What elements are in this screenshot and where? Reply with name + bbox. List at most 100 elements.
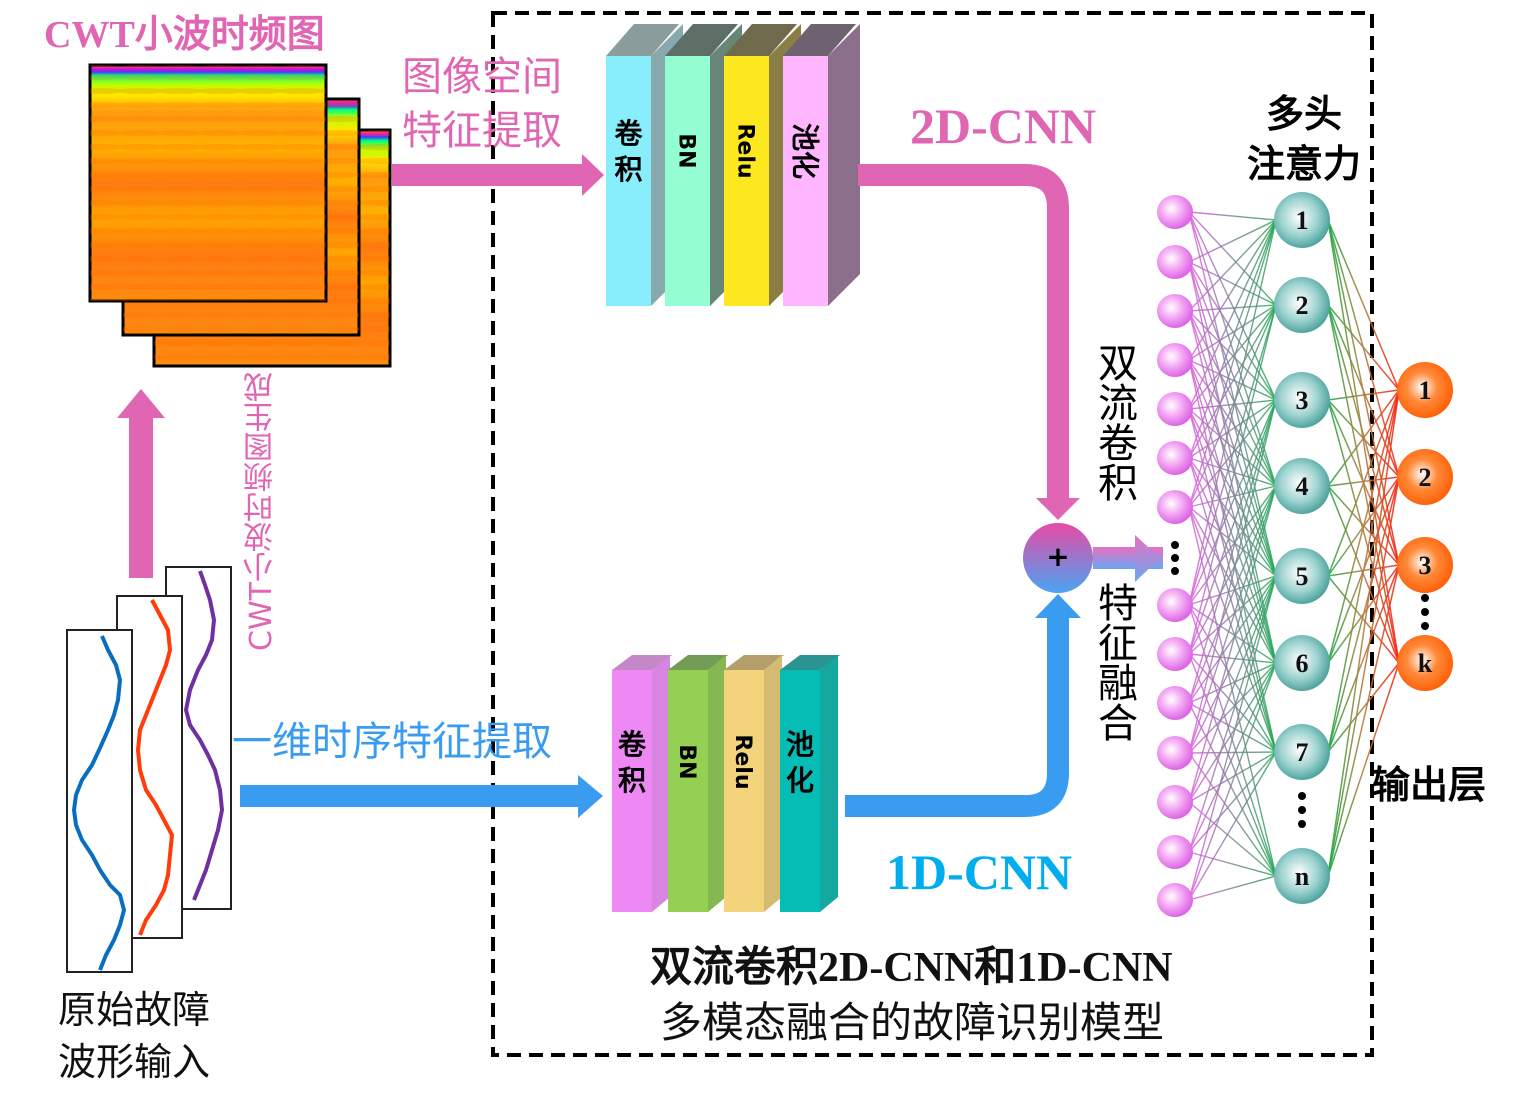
output-node-label: k: [1418, 649, 1433, 678]
input-attention-edge: [1188, 211, 1277, 401]
input-node: [1157, 195, 1193, 229]
cnn1d-block-front: [612, 670, 652, 912]
input-node: [1157, 637, 1193, 671]
raw-input-label-line1: 原始故障: [58, 988, 211, 1032]
cnn1d-block-label: 池化: [786, 728, 814, 797]
input-attention-edge: [1188, 575, 1277, 901]
caption-line1-text: 双流卷积2D-CNN和1D-CNN: [650, 945, 1173, 991]
input-attention-edge: [1188, 359, 1277, 487]
attention-output-edge: [1327, 476, 1400, 753]
cwt-spectrogram-stack: [88, 63, 392, 368]
input-attention-edge: [1188, 211, 1277, 306]
cwt-generation-label: CWT小波时频图生成: [244, 372, 279, 651]
input-node: [1157, 441, 1193, 475]
input-attention-edge: [1188, 604, 1277, 664]
raw-waveform-stack: [66, 566, 232, 973]
cnn1d-block-label: Relu: [730, 734, 755, 789]
input-attention-edge: [1188, 485, 1277, 754]
output-node: [1397, 449, 1453, 505]
input-attention-edge: [1188, 653, 1277, 877]
input-attention-edge: [1188, 304, 1277, 410]
input-attention-edge: [1188, 575, 1277, 803]
input-attention-edge: [1188, 304, 1277, 459]
attention-output-edge: [1327, 564, 1400, 877]
cnn2d-block-top: [665, 24, 738, 56]
cnn2d-block-label: BN: [674, 133, 699, 168]
input-attention-edge: [1188, 485, 1277, 704]
input-attention-edge: [1188, 485, 1277, 606]
input-attention-edge: [1188, 751, 1277, 754]
attention-node: [1274, 848, 1330, 904]
attention-output-edge: [1327, 219, 1400, 664]
attention-node-label: n: [1295, 862, 1310, 891]
output-node: [1397, 635, 1453, 691]
output-layer-label: 输出层: [1372, 763, 1487, 807]
input-attention-edge: [1188, 219, 1277, 312]
cnn1d-block-front: [668, 670, 708, 912]
input-attention-edge: [1188, 399, 1277, 704]
cnn1d-block-side: [708, 655, 726, 912]
cnn2d-to-fusion-pipe: [858, 164, 1069, 500]
input-attention-edge: [1188, 219, 1277, 508]
input-attention-edge: [1188, 261, 1277, 306]
attention-ellipsis-dot: [1298, 806, 1306, 814]
fusion-label-top: 双流卷积: [1091, 342, 1137, 502]
attention-output-edge: [1327, 662, 1400, 877]
caption-line1: 双流卷积2D-CNN和1D-CNN: [650, 940, 1173, 995]
cnn1d-block-front: [780, 670, 820, 912]
input-attention-edge: [1188, 359, 1277, 401]
attention-node-label: 2: [1296, 291, 1309, 320]
input-attention-edge: [1188, 219, 1277, 263]
attention-output-edge: [1327, 389, 1400, 401]
fusion-label-bottom: 特征融合: [1091, 582, 1137, 742]
input-node: [1157, 686, 1193, 720]
cnn2d-block-front: [606, 56, 651, 306]
attention-output-edge: [1327, 389, 1400, 664]
input-attention-edge: [1188, 399, 1277, 606]
cnn1d-block-front: [724, 670, 764, 912]
input-attention-edges: [1188, 211, 1277, 901]
input-attention-edge: [1188, 751, 1277, 901]
input-node: [1157, 736, 1193, 770]
cnn2d-block-3: 池化: [783, 24, 860, 306]
cnn1d-block-side: [820, 655, 838, 912]
input-attention-edge: [1188, 457, 1277, 487]
output-node-label: 2: [1419, 463, 1432, 492]
input-ellipsis-dot: [1171, 541, 1179, 549]
input-attention-edge: [1188, 219, 1277, 361]
input-attention-edge: [1188, 485, 1277, 655]
raw-input-label-line2: 波形输入: [58, 1040, 211, 1084]
attention-node: [1274, 277, 1330, 333]
output-node-label: 1: [1419, 376, 1432, 405]
cnn2d-block-top: [724, 24, 797, 56]
input-attention-edge: [1188, 851, 1277, 877]
cnn1d-label: 1D-CNN: [886, 844, 1073, 900]
input-ellipsis-dot: [1171, 567, 1179, 575]
waveform-purple: [183, 570, 225, 901]
attention-output-edge: [1327, 564, 1400, 753]
input-attention-edge: [1188, 219, 1277, 410]
input-attention-edge: [1188, 662, 1277, 853]
cwt-generation-arrow: [117, 389, 165, 578]
input-attention-edge: [1188, 304, 1277, 361]
input-attention-edge: [1188, 506, 1277, 577]
input-attention-edge: [1188, 304, 1277, 312]
input-node: [1157, 835, 1193, 869]
cnn2d-block-label: 卷积: [614, 117, 643, 186]
cnn2d-block-top: [606, 24, 679, 56]
attention-node-label: 5: [1296, 562, 1309, 591]
attention-node: [1274, 192, 1330, 248]
input-attention-edge: [1188, 399, 1277, 459]
output-ellipsis-dot: [1421, 608, 1429, 616]
attention-output-edges: [1327, 219, 1400, 877]
cnn1d-to-fusion-pipe: [845, 615, 1069, 817]
image-feature-label-line2: 特征提取: [402, 108, 562, 154]
attention-node: [1274, 635, 1330, 691]
input-attention-edge: [1188, 801, 1277, 877]
attention-output-edge: [1327, 575, 1400, 664]
input-attention-edge: [1188, 408, 1277, 487]
fusion-node: [1023, 523, 1093, 593]
